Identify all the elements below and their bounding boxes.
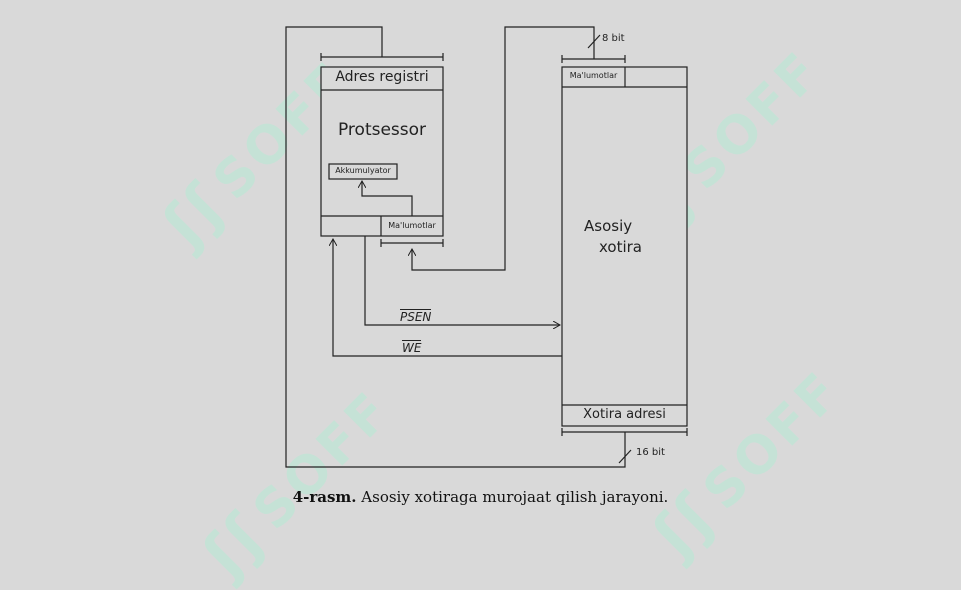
memory-block xyxy=(561,66,688,427)
memory-access-diagram xyxy=(285,26,688,468)
accumulator-box xyxy=(328,163,398,180)
psen-signal-line xyxy=(364,236,560,325)
processor-data-label: Ma'lumotlar xyxy=(388,221,436,230)
address-bus-line xyxy=(285,26,626,468)
figure-caption: 4-rasm. Asosiy xotiraga murojaat qilish … xyxy=(0,488,961,506)
accumulator-link xyxy=(362,181,413,216)
psen-signal-label: PSEN xyxy=(400,309,432,324)
we-signal-line xyxy=(333,239,562,357)
processor-block xyxy=(320,66,444,237)
processor-title: Protsessor xyxy=(337,120,427,140)
address-bus-width-label: 16 bit xyxy=(636,447,665,458)
memory-address-label: Xotira adresi xyxy=(583,407,666,422)
address-bus-width-tick xyxy=(618,449,632,464)
memory-title-line2: xotira xyxy=(599,238,643,256)
we-signal-label: WE xyxy=(402,340,422,355)
data-bus-width-label: 8 bit xyxy=(602,33,625,44)
caption-text: Asosiy xotiraga murojaat qilish jarayoni… xyxy=(356,488,669,506)
memory-title-line1: Asosiy xyxy=(584,217,633,235)
data-bus-line xyxy=(412,26,595,271)
address-register-label: Adres registri xyxy=(335,69,429,85)
memory-data-label: Ma'lumotlar xyxy=(569,71,618,80)
accumulator-label: Akkumulyator xyxy=(335,166,391,175)
caption-number: 4-rasm. xyxy=(292,488,357,506)
data-bus-width-tick xyxy=(587,34,601,49)
